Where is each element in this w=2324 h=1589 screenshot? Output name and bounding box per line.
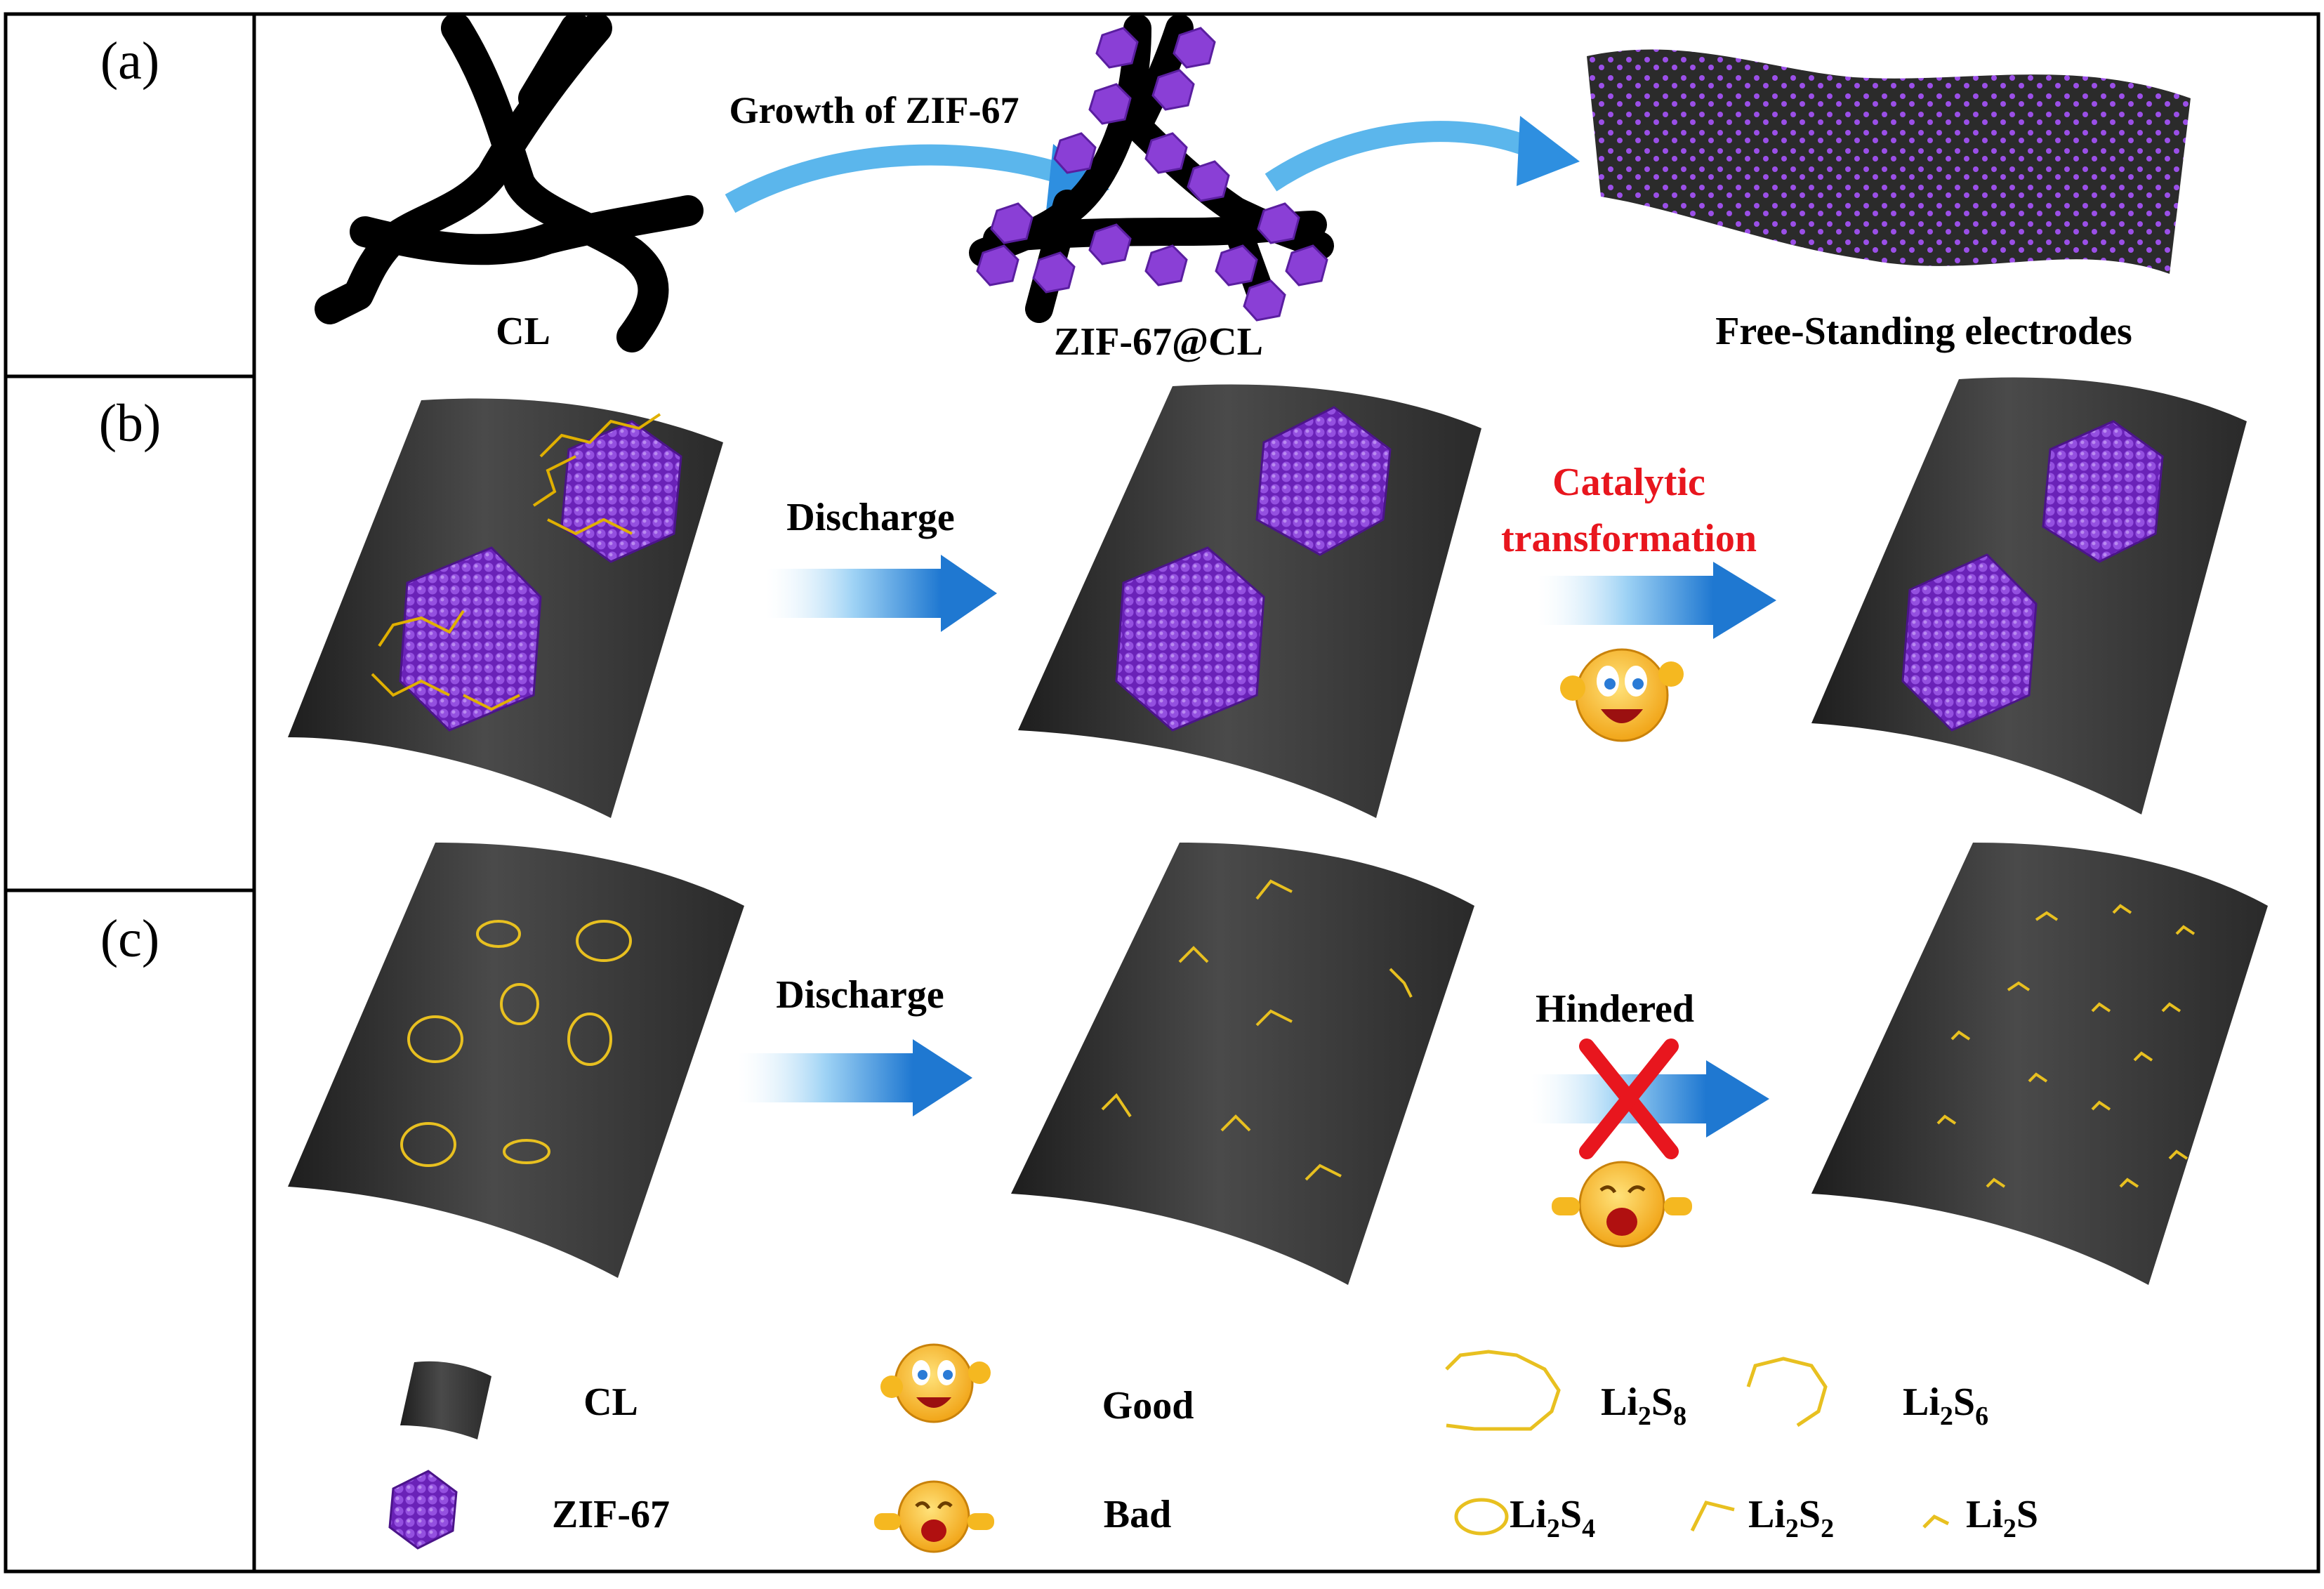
panel-label-a: (a) xyxy=(100,32,159,91)
arrow-to-electrode-head xyxy=(1517,116,1580,186)
sheet-c3 xyxy=(1811,843,2268,1285)
li2s8-chains xyxy=(371,413,661,711)
catalytic-label-2: transformation xyxy=(1501,517,1757,560)
good-emoji xyxy=(1560,648,1684,742)
cross-icon xyxy=(1579,1039,1679,1159)
discharge-arrow-b-head xyxy=(941,555,997,632)
legend-li2s4-icon xyxy=(1454,1498,1509,1536)
legend-li2s2-icon xyxy=(1690,1501,1735,1532)
legend-bad-icon xyxy=(874,1480,994,1553)
zif67-crystal xyxy=(1115,546,1265,732)
discharge-arrow-c xyxy=(737,1053,913,1102)
catalytic-arrow xyxy=(1538,576,1713,625)
hindered-arrow-head xyxy=(1706,1060,1769,1138)
bad-emoji xyxy=(1552,1161,1692,1248)
panel-label-c: (c) xyxy=(100,909,159,968)
catalytic-label-1: Catalytic xyxy=(1552,461,1705,504)
table-frame xyxy=(4,12,2320,1574)
zif67-crystal xyxy=(399,546,542,732)
legend-cl-icon xyxy=(400,1361,491,1439)
legend-li2s6-icon xyxy=(1746,1357,1828,1428)
arrow-growth xyxy=(725,144,1071,213)
li2s-molecules xyxy=(1936,904,2196,1188)
polysulfide-rings xyxy=(400,920,632,1167)
legend-bad-label: Bad xyxy=(1104,1493,1172,1536)
hindered-label: Hindered xyxy=(1536,987,1694,1031)
legend-li2s4-label: Li2S4 xyxy=(1510,1493,1595,1543)
sheet-c1 xyxy=(288,843,744,1278)
legend: CL ZIF-67 Good Bad Li2S8 Li2S6 L xyxy=(388,1343,2038,1553)
panel-label-b: (b) xyxy=(99,394,161,453)
catalytic-arrow-head xyxy=(1713,562,1776,639)
free-standing-electrode xyxy=(1587,49,2191,274)
legend-li2s8-label: Li2S8 xyxy=(1601,1380,1686,1431)
zif-cl-label: ZIF-67@CL xyxy=(1054,320,1263,364)
zif67-crystal xyxy=(1255,406,1392,556)
sheet-c2 xyxy=(1011,843,1474,1285)
li2s2-fragments xyxy=(1101,879,1413,1181)
legend-li2s-label: Li2S xyxy=(1966,1493,2038,1543)
legend-zif67-icon xyxy=(388,1470,458,1550)
legend-cl-label: CL xyxy=(583,1380,638,1424)
zif67-crystal xyxy=(2042,420,2164,563)
cl-fiber-network xyxy=(315,13,704,352)
electrode-label: Free-Standing electrodes xyxy=(1715,310,2132,353)
discharge-label-b: Discharge xyxy=(786,496,955,539)
legend-zif67-label: ZIF-67 xyxy=(552,1493,670,1536)
zif67-crystal xyxy=(1901,553,2038,732)
discharge-arrow-c-head xyxy=(913,1039,972,1116)
legend-good-label: Good xyxy=(1102,1384,1194,1428)
discharge-label-c: Discharge xyxy=(776,973,944,1017)
legend-li2s6-label: Li2S6 xyxy=(1903,1380,1988,1431)
legend-li2s2-label: Li2S2 xyxy=(1748,1493,1834,1543)
arrow-to-electrode xyxy=(1265,121,1535,192)
legend-li2s-icon xyxy=(1922,1514,1950,1529)
zif67-on-cl xyxy=(969,14,1334,323)
legend-good-icon xyxy=(880,1343,991,1423)
cl-label: CL xyxy=(496,310,550,353)
legend-li2s8-icon xyxy=(1445,1350,1561,1431)
growth-label: Growth of ZIF-67 xyxy=(729,89,1019,131)
discharge-arrow-b xyxy=(765,569,941,618)
